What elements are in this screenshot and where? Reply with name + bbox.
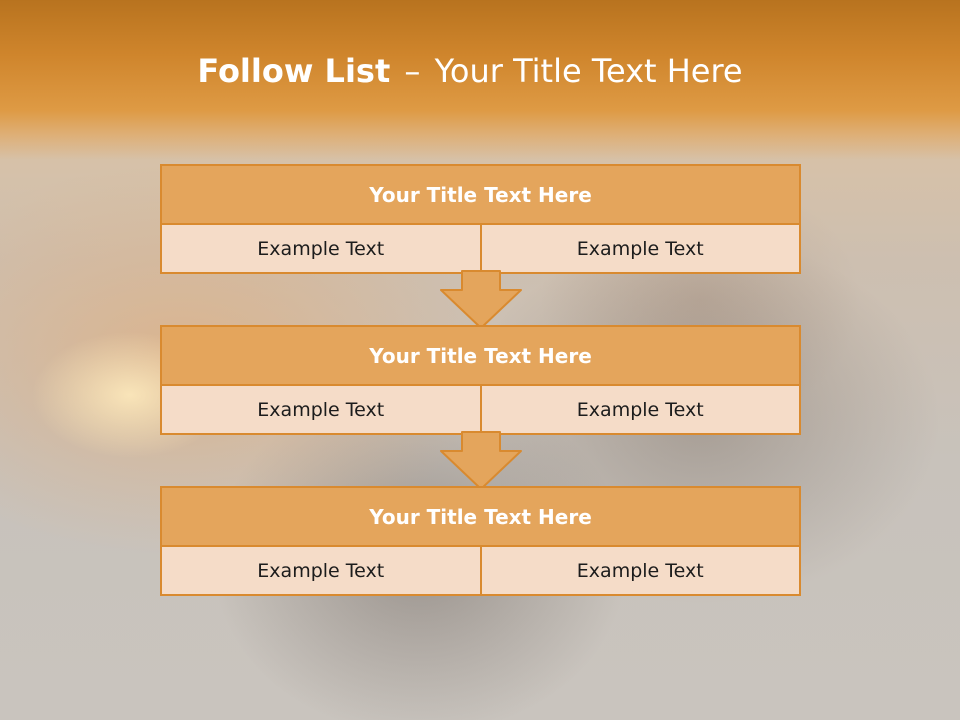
slide-title-rest: Your Title Text Here bbox=[434, 52, 743, 90]
flow-block-row: Example Text Example Text bbox=[162, 225, 799, 272]
flow-block-cell-left: Example Text bbox=[257, 237, 385, 260]
flow-block-cell-right: Example Text bbox=[479, 386, 800, 433]
flow-block-row: Example Text Example Text bbox=[162, 547, 799, 594]
flow-block-2: Your Title Text Here Example Text Exampl… bbox=[160, 325, 801, 435]
header-band bbox=[0, 0, 960, 160]
flow-block-title: Your Title Text Here bbox=[162, 166, 799, 225]
flow-block-row: Example Text Example Text bbox=[162, 386, 799, 433]
flow-block-cell-right: Example Text bbox=[479, 547, 800, 594]
flow-block-title: Your Title Text Here bbox=[162, 327, 799, 386]
slide-title-bold: Follow List bbox=[197, 52, 391, 90]
down-arrow-icon bbox=[440, 431, 522, 490]
slide-title: Follow List – Your Title Text Here bbox=[0, 52, 940, 90]
flow-block-1: Your Title Text Here Example Text Exampl… bbox=[160, 164, 801, 274]
slide-title-separator: – bbox=[404, 52, 421, 90]
flow-block-cell-left: Example Text bbox=[257, 398, 385, 421]
down-arrow-icon bbox=[440, 270, 522, 329]
flow-block-cell-right: Example Text bbox=[479, 225, 800, 272]
flow-block-title: Your Title Text Here bbox=[162, 488, 799, 547]
flow-block-3: Your Title Text Here Example Text Exampl… bbox=[160, 486, 801, 596]
flow-block-cell-left: Example Text bbox=[257, 559, 385, 582]
